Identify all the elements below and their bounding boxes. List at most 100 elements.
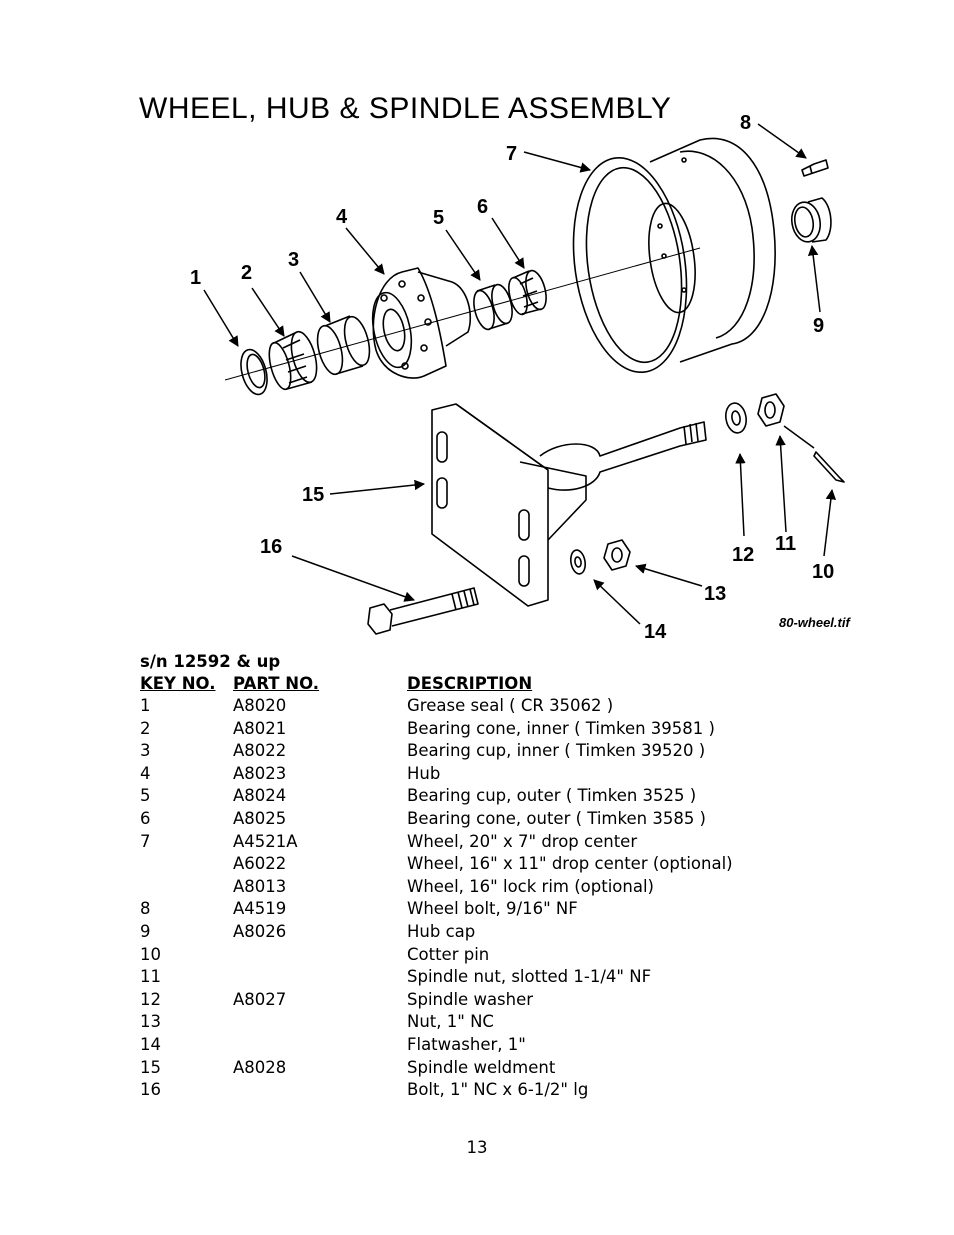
callout-16: 16 xyxy=(260,536,282,558)
figure-filename: 80-wheel.tif xyxy=(779,615,851,630)
part-no: A8021 xyxy=(233,718,287,738)
key-no: 10 xyxy=(140,944,161,964)
description: Bolt, 1" NC x 6-1/2" lg xyxy=(407,1080,589,1100)
key-no: 4 xyxy=(140,763,151,783)
callout-3: 3 xyxy=(288,249,299,271)
part-no: A4519 xyxy=(233,899,287,919)
outer-bearing-cone-part xyxy=(508,269,547,316)
callout-15: 15 xyxy=(302,484,324,506)
description: Cotter pin xyxy=(407,944,490,964)
description: Flatwasher, 1" xyxy=(407,1034,526,1054)
hub-cap-part xyxy=(790,197,832,243)
table-row: 3 A8022 Bearing cup, inner ( Timken 39520 … xyxy=(0,741,954,764)
inner-bearing-cone-part xyxy=(268,330,318,391)
table-row: 1 A8020 Grease seal ( CR 35062 ) xyxy=(0,696,954,719)
callout-7: 7 xyxy=(506,143,517,165)
key-no: 5 xyxy=(140,786,151,806)
inner-bearing-cup-part xyxy=(316,315,371,376)
description: Grease seal ( CR 35062 ) xyxy=(407,696,614,715)
description: Spindle weldment xyxy=(407,1057,556,1077)
part-no: A8013 xyxy=(233,876,287,896)
key-no: 16 xyxy=(140,1080,161,1100)
part-no: A8027 xyxy=(233,989,287,1009)
description: Nut, 1" NC xyxy=(407,1012,494,1032)
callout-5: 5 xyxy=(433,207,444,229)
description: Bearing cup, outer ( Timken 3525 ) xyxy=(407,786,697,806)
table-row: 4 A8023 Hub xyxy=(0,764,954,787)
callout-12: 12 xyxy=(732,544,754,566)
grease-seal-part xyxy=(240,348,268,396)
part-no: A8020 xyxy=(233,696,287,715)
description: Spindle washer xyxy=(407,989,534,1009)
spindle-nut-part xyxy=(757,393,785,427)
callout-13: 13 xyxy=(704,583,726,605)
nut-part xyxy=(603,539,631,571)
hub-part xyxy=(371,267,472,379)
exploded-assembly-diagram: 1 2 3 4 5 6 7 8 9 10 11 12 13 14 15 16 8… xyxy=(190,112,851,643)
callout-10: 10 xyxy=(812,561,834,583)
table-row: 11 Spindle nut, slotted 1-1/4" NF xyxy=(0,967,954,990)
part-no: A8022 xyxy=(233,741,287,761)
bolt-part xyxy=(367,587,479,635)
key-no: 6 xyxy=(140,808,151,828)
key-no: 7 xyxy=(140,831,151,851)
key-no: 9 xyxy=(140,921,151,941)
spindle-washer-part xyxy=(725,402,747,434)
part-no: A4521A xyxy=(233,831,298,851)
part-no: A8025 xyxy=(233,808,287,828)
cotter-pin-part xyxy=(813,451,845,483)
callout-8: 8 xyxy=(740,112,751,134)
callout-9: 9 xyxy=(813,315,824,337)
spindle-weldment-part xyxy=(431,403,707,607)
description: Wheel bolt, 9/16" NF xyxy=(407,899,578,919)
description: Spindle nut, slotted 1-1/4" NF xyxy=(407,967,652,987)
wheel-bolt-part xyxy=(801,159,829,177)
description: Hub xyxy=(407,763,441,783)
part-no: A8023 xyxy=(233,763,287,783)
part-no: A8024 xyxy=(233,786,287,806)
serial-number-range: s/n 12592 & up xyxy=(140,652,281,671)
part-no: A8026 xyxy=(233,921,287,941)
callout-2: 2 xyxy=(241,262,252,284)
key-no: 13 xyxy=(140,1012,161,1032)
description: Bearing cone, inner ( Timken 39581 ) xyxy=(407,718,715,738)
callout-11: 11 xyxy=(775,533,796,555)
description: Wheel, 16" lock rim (optional) xyxy=(407,876,654,896)
description: Hub cap xyxy=(407,921,476,941)
table-row: 14 Flatwasher, 1" xyxy=(0,1035,954,1058)
wheel-part xyxy=(572,137,776,374)
header-description: DESCRIPTION xyxy=(407,674,533,693)
key-no: 11 xyxy=(140,967,161,987)
axis-line xyxy=(224,247,701,381)
page-title: WHEEL, HUB & SPINDLE ASSEMBLY xyxy=(139,92,672,125)
table-row: 13 Nut, 1" NC xyxy=(0,1012,954,1035)
table-row: 9 A8026 Hub cap xyxy=(0,922,954,945)
table-row: 7 A4521A Wheel, 20" x 7" drop center xyxy=(0,832,954,855)
description: Bearing cone, outer ( Timken 3585 ) xyxy=(407,808,706,828)
description: Wheel, 16" x 11" drop center (optional) xyxy=(407,854,733,874)
page-number: 13 xyxy=(466,1138,488,1157)
header-key-no: KEY NO. xyxy=(140,674,216,693)
callout-6: 6 xyxy=(477,196,488,218)
callout-1: 1 xyxy=(190,267,201,289)
key-no: 1 xyxy=(140,696,151,715)
table-row: A8013 Wheel, 16" lock rim (optional) xyxy=(0,877,954,900)
description: Wheel, 20" x 7" drop center xyxy=(407,831,638,851)
key-no: 8 xyxy=(140,899,151,919)
callout-14: 14 xyxy=(644,621,667,643)
key-no: 3 xyxy=(140,741,151,761)
callout-4: 4 xyxy=(336,206,348,228)
table-row: 5 A8024 Bearing cup, outer ( Timken 3525 ) xyxy=(0,786,954,809)
part-no: A8028 xyxy=(233,1057,287,1077)
key-no: 14 xyxy=(140,1034,161,1054)
key-no: 2 xyxy=(140,718,151,738)
table-row: 2 A8021 Bearing cone, inner ( Timken 39581… xyxy=(0,719,954,742)
table-row: 10 Cotter pin xyxy=(0,945,954,968)
description: Bearing cup, inner ( Timken 39520 ) xyxy=(407,741,706,761)
table-row: 16 Bolt, 1" NC x 6-1/2" lg xyxy=(0,1080,954,1103)
table-row: 8 A4519 Wheel bolt, 9/16" NF xyxy=(0,899,954,922)
